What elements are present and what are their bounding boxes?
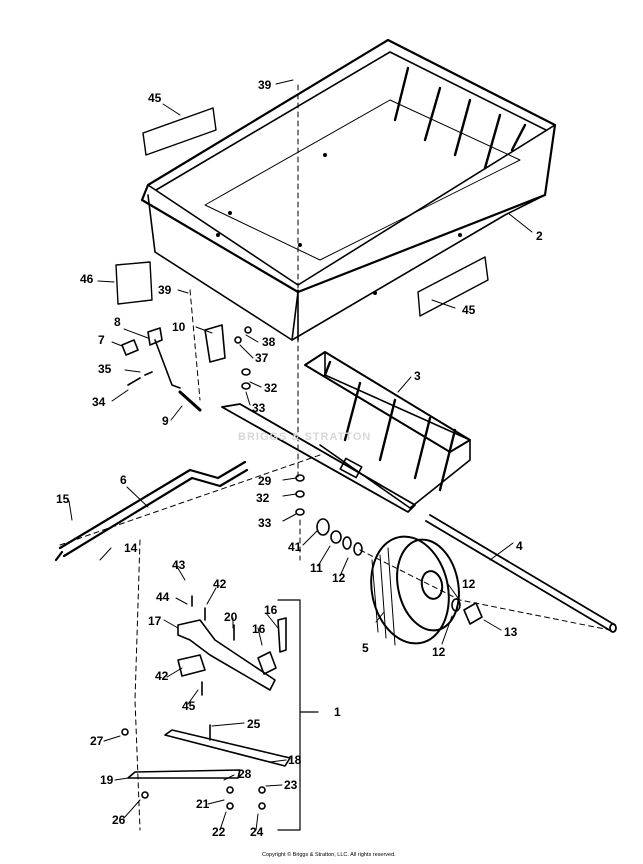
callout-35: 35 bbox=[98, 362, 112, 376]
callout-15: 14 bbox=[124, 541, 138, 555]
leader-lines bbox=[68, 79, 533, 831]
callout-7: 7 bbox=[98, 333, 105, 347]
callout-45a: 45 bbox=[148, 91, 162, 105]
watermark: BRIGGS & STRATTON bbox=[238, 431, 371, 443]
hopper-bed bbox=[140, 38, 557, 341]
callout-13: 12 bbox=[432, 645, 446, 659]
callout-6: 6 bbox=[120, 473, 127, 487]
callout-33b: 33 bbox=[258, 516, 272, 530]
callout-2: 2 bbox=[536, 229, 543, 243]
callout-38: 41 bbox=[288, 540, 302, 554]
callout-3: 3 bbox=[414, 369, 421, 383]
hardware-stack bbox=[241, 368, 483, 625]
callout-4: 4 bbox=[516, 539, 523, 553]
callout-9: 9 bbox=[162, 414, 169, 428]
decal-side bbox=[115, 261, 153, 305]
callout-41: 42 bbox=[213, 577, 227, 591]
callout-37: 38 bbox=[262, 335, 276, 349]
callout-42: 43 bbox=[172, 558, 186, 572]
callout-26: 24 bbox=[250, 825, 264, 839]
callout-20: 18 bbox=[288, 753, 302, 767]
callout-25: 23 bbox=[284, 778, 298, 792]
callout-11: 11 bbox=[310, 561, 323, 575]
callout-22: 20 bbox=[224, 610, 238, 624]
decal-left bbox=[142, 107, 217, 156]
latch-assembly bbox=[121, 324, 252, 412]
callout-39b: 39 bbox=[158, 283, 172, 297]
callout-30: 28 bbox=[238, 767, 252, 781]
callout-43: 44 bbox=[156, 590, 170, 604]
reference-lines bbox=[59, 84, 611, 831]
callout-21: 19 bbox=[100, 773, 114, 787]
callout-10: 10 bbox=[172, 320, 186, 334]
callout-labels: 39 45 2 46 39 45 8 10 7 38 37 35 3 32 34… bbox=[56, 78, 543, 839]
tow-handle bbox=[54, 460, 249, 562]
callout-29: 27 bbox=[90, 734, 104, 748]
decal-right bbox=[417, 256, 489, 317]
callout-19: 17 bbox=[148, 614, 162, 628]
callout-33a: 33 bbox=[252, 401, 266, 415]
callout-5: 5 bbox=[362, 641, 369, 655]
callout-8: 8 bbox=[114, 315, 121, 329]
callout-23: 21 bbox=[196, 797, 210, 811]
callout-45b: 45 bbox=[462, 303, 476, 317]
callout-31: 29 bbox=[258, 474, 272, 488]
callout-36: 37 bbox=[255, 351, 269, 365]
callout-1: 1 bbox=[334, 705, 341, 719]
frame-plate bbox=[221, 351, 471, 513]
callout-32a: 32 bbox=[264, 381, 278, 395]
callout-46: 46 bbox=[80, 272, 94, 286]
callout-34: 34 bbox=[92, 395, 106, 409]
callout-12b: 12 bbox=[462, 577, 476, 591]
callout-14: 13 bbox=[504, 625, 518, 639]
callout-16: 15 bbox=[56, 492, 70, 506]
callout-18: 16 bbox=[252, 622, 266, 636]
copyright-notice: Copyright © Briggs & Stratton, LLC. All … bbox=[262, 852, 396, 858]
callout-32b: 32 bbox=[256, 491, 270, 505]
axle bbox=[425, 514, 617, 633]
wheel bbox=[370, 535, 460, 646]
callout-44: 45 bbox=[182, 699, 196, 713]
callout-27: 25 bbox=[247, 717, 261, 731]
callout-39a: 39 bbox=[258, 78, 272, 92]
callout-17: 16 bbox=[264, 603, 278, 617]
callout-40: 42 bbox=[155, 669, 169, 683]
callout-28: 26 bbox=[112, 813, 126, 827]
hitch-assembly bbox=[121, 595, 319, 831]
callout-12a: 12 bbox=[332, 571, 346, 585]
callout-24: 22 bbox=[212, 825, 226, 839]
